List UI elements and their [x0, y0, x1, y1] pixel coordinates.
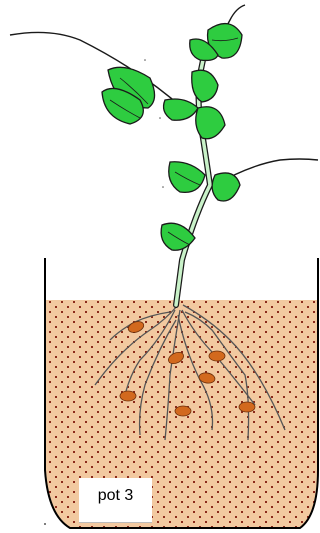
- pot-label-box: pot 3: [79, 478, 152, 523]
- leaf: [212, 173, 240, 201]
- tendrils: [10, 5, 318, 185]
- tendril-left: [10, 32, 185, 110]
- leaf: [169, 162, 205, 193]
- nodule: [209, 351, 225, 361]
- nodule: [239, 402, 255, 412]
- nodule: [175, 406, 191, 416]
- leaves: [102, 24, 242, 251]
- pot-label: pot 3: [79, 487, 152, 505]
- nodule: [120, 391, 136, 401]
- leaf: [164, 99, 198, 120]
- leaf: [196, 107, 225, 139]
